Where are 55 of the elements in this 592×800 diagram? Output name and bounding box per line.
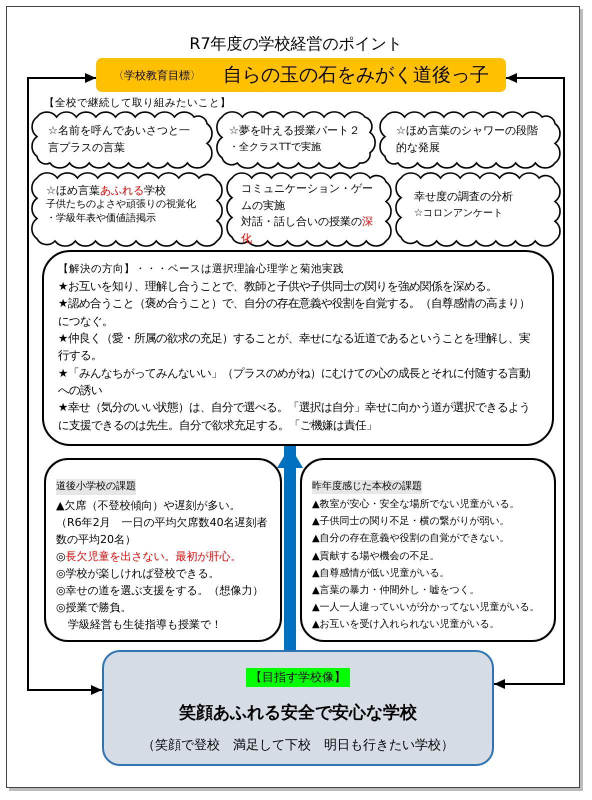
- issue-item: ▲子供同士の関り不足・横の繋がりが弱い。: [312, 514, 511, 530]
- cloud-text: コミュニケーション・ゲームの実施: [241, 181, 374, 214]
- issue-item: ▲お互いを受け入れられない児童がいる。: [312, 618, 501, 632]
- school-goal-text: 自らの玉の石をみがく道後っ子: [223, 63, 489, 88]
- issue-item: （R6年2月 一日の平均欠席数40名遅刻者数の平均20名）: [56, 514, 269, 548]
- vision-panel: [102, 650, 494, 766]
- goal-tag: 〈学校教育目標〉: [113, 68, 201, 82]
- solution-panel: [42, 250, 554, 446]
- thought-cloud: [30, 110, 214, 170]
- cloud-text: 幸せ度の調査の分析: [414, 189, 514, 205]
- issue-heading: 昨年度感じた本校の課題: [312, 480, 422, 494]
- cloud-text: ☆夢を叶える授業パート２: [229, 123, 361, 139]
- solution-item: ★幸せ（気分のいい状態）は、自分で選べる。「選択は自分」幸せに向かう道が選択できるように支援できるのは先生。自分で欲求充足する。「ご機嫌は責任」: [58, 399, 532, 434]
- issue-heading: 道後小学校の課題: [56, 479, 136, 494]
- vision-text: 笑顔あふれる安全で安心な学校: [178, 702, 418, 724]
- issue-item: ▲言葉の暴力・仲間外し・嘘をつく。: [312, 584, 481, 598]
- thought-cloud: [378, 110, 562, 170]
- issue-item: ▲欠席（不登校傾向）や遅刻が多い。: [56, 498, 242, 514]
- cloud-text: 子供たちのよさや頑張りの視覚化: [46, 198, 197, 212]
- issue-item: ◎幸せの道を選ぶ支援をする。（想像力）: [56, 582, 265, 599]
- issue-panel: [300, 458, 556, 642]
- cloud-text: ・学級年表や価値語掲示: [46, 212, 157, 226]
- cloud-text: 対話・話し合いの授業の深化: [241, 214, 374, 246]
- cloud-text: ☆ほめ言葉のシャワーの段階的な発展: [396, 123, 539, 156]
- issue-item: 学級経営も生徒指導も授業で！: [67, 616, 223, 633]
- solution-item: ★認め合うこと（褒め合うこと）で、自分の存在意義や役割を自覚する。（自尊感情の高まり）につなぐ。: [58, 295, 532, 330]
- section-heading: 【全校で継続して取り組みたいこと】: [44, 96, 231, 110]
- cloud-text: ☆名前を呼んであいさつと一言プラスの言葉: [48, 123, 191, 156]
- arrow: [494, 73, 565, 689]
- issue-item: ▲自分の存在意義や役割の自覚ができない。: [312, 532, 511, 546]
- issue-item: ▲自尊感情が低い児童がいる。: [312, 566, 451, 581]
- solution-item: ★「みんなちがってみんないい」（プラスのめがね）にむけての心の成長とそれに付随する言動への誘い: [58, 364, 532, 399]
- thought-cloud: [215, 110, 377, 170]
- goal-banner: [96, 58, 506, 92]
- thought-cloud: [30, 171, 224, 248]
- issue-item: ▲貢献する場や機会の不足。: [312, 550, 441, 564]
- thought-cloud: [225, 171, 393, 248]
- title: R7年度の学校経営のポイント: [188, 34, 404, 55]
- vision-subtext: （笑顔で登校 満足して下校 明日も行きたい学校）: [141, 737, 455, 754]
- issue-item: ◎長欠児童を出さない。最初が肝心。: [56, 548, 243, 565]
- vision-tag: 【目指す学校像】: [246, 668, 350, 687]
- solution-heading: 【解決の方向】・・・ベースは選択理論心理学と菊池実践: [58, 262, 345, 277]
- thought-cloud: [394, 171, 562, 248]
- issue-item: ◎授業で勝負。: [56, 600, 133, 616]
- cloud-text: ☆コロンアンケート: [414, 206, 504, 220]
- issue-item: ▲一人一人違っていいが分かってない児童がいる。: [312, 600, 541, 616]
- cloud-text: ☆ほめ言葉あふれる学校: [46, 183, 166, 198]
- arrow: [277, 446, 303, 650]
- issue-item: ◎学校が楽しければ登校できる。: [56, 566, 221, 582]
- arrow: [27, 73, 102, 695]
- issue-panel: [44, 458, 282, 642]
- solution-item: ★仲良く（愛・所属の欲求の充足）することが、幸せになる近道であるということを理解し、実行する。: [58, 330, 532, 364]
- issue-item: ▲教室が安心・安全な場所でない児童がいる。: [312, 498, 521, 512]
- solution-item: ★お互いを知り、理解し合うことで、教師と子供や子供同士の関りを強め関係を深める。: [58, 278, 498, 295]
- cloud-text: ・全クラスTTで実施: [229, 140, 322, 154]
